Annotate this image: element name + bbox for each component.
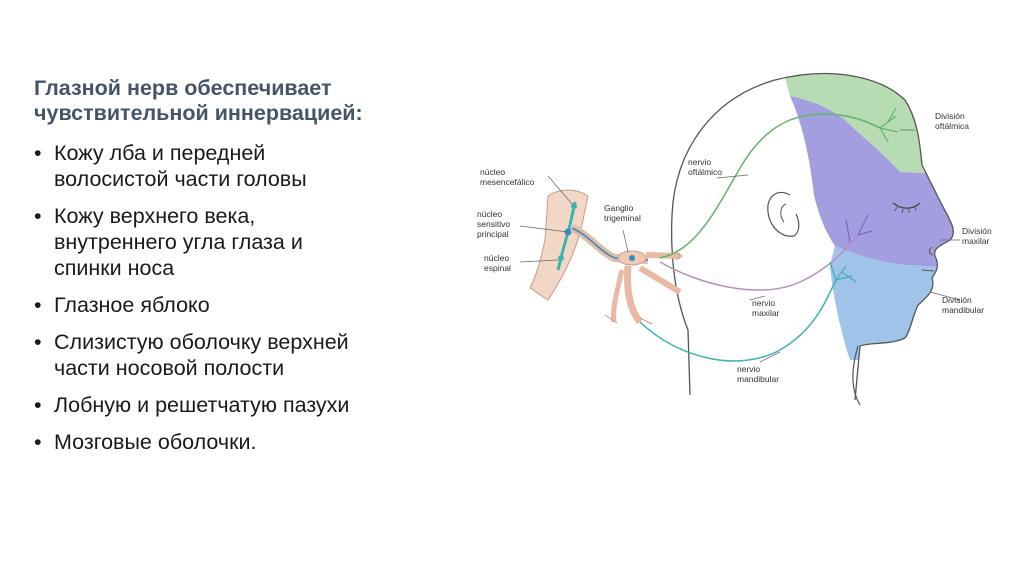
heading-line-1: Глазной нерв обеспечивает (34, 76, 332, 100)
mandibular-branches (829, 261, 857, 283)
ear-outline (767, 191, 800, 237)
bullet-text: Кожу верхнего века, внутреннего угла гла… (54, 204, 303, 280)
nucleus-spinal-dot (558, 255, 564, 261)
nucleus-mesencephalic-dot (571, 203, 577, 209)
bullet-glyph: • (34, 430, 42, 454)
leader-lines (519, 129, 961, 363)
label-nucleo-mesencefalico: núcleo mesencefálico (480, 167, 535, 187)
maxillary-region (790, 96, 954, 268)
mouth-line (921, 269, 935, 272)
bullet-item: • Слизистую оболочку верхней части носово… (34, 329, 454, 381)
bullet-item: • Глазное яблоко (34, 292, 454, 318)
eyelash (894, 206, 917, 214)
bullet-text: Слизистую оболочку верхней части носовой… (54, 330, 349, 380)
ganglion-dot (629, 255, 635, 261)
neck-line (852, 345, 861, 406)
bullet-item: • Мозговые оболочки. (34, 429, 454, 455)
label-division-oftalmica: División oftálmica (935, 111, 969, 131)
bullet-item: • Кожу лба и передней волосистой части го… (34, 140, 454, 192)
bullet-text: Глазное яблоко (54, 293, 210, 317)
bullet-glyph: • (34, 293, 42, 317)
label-nucleo-espinal: núcleo espinal (484, 253, 511, 273)
bullet-glyph: • (34, 141, 42, 165)
mandibular-nerve (639, 279, 837, 362)
label-ganglio-trigeminal: Ganglio trigeminal (604, 203, 641, 223)
stump-tips (604, 251, 683, 325)
label-division-mandibular: División mandibular (942, 295, 984, 315)
bullet-item: • Кожу верхнего века, внутреннего угла гл… (34, 203, 454, 281)
sensory-regions (780, 73, 954, 360)
label-nervio-maxilar: nervio maxilar (752, 298, 780, 318)
maxillary-nerve (659, 234, 859, 291)
bullet-glyph: • (34, 330, 42, 354)
slide-heading: Глазной нерв обеспечивает чувствительной… (34, 76, 454, 126)
brainstem (529, 189, 589, 301)
bullet-glyph: • (34, 393, 42, 417)
nerve-stump-down (624, 265, 643, 325)
bullet-text: Кожу лба и передней волосистой части гол… (54, 141, 307, 191)
text-block: Глазной нерв обеспечивает чувствительной… (34, 76, 454, 466)
label-nucleo-sensitivo: núcleo sensitivo principal (477, 209, 512, 239)
bullet-text: Лобную и решетчатую пазухи (54, 393, 350, 417)
label-division-maxilar: División maxilar (962, 226, 994, 246)
label-nervio-oftalmico: nervio oftálmico (688, 157, 722, 177)
nostril (929, 246, 934, 256)
ear-inner (780, 203, 787, 223)
ophthalmic-branches (879, 107, 899, 143)
trigeminal-nerve-diagram: núcleo mesencefálico núcleo sensitivo pr… (477, 72, 994, 406)
bullet-text: Мозговые оболочки. (54, 430, 257, 454)
eye-outline (892, 202, 921, 209)
maxillary-branches (845, 214, 873, 243)
heading-line-2: чувствительной иннервацией: (34, 101, 363, 125)
bullet-glyph: • (34, 204, 42, 228)
nerve-stump-upper (645, 252, 681, 259)
nerve-stump-down-2 (611, 269, 625, 323)
nerve-stump-lower (638, 265, 682, 295)
head-outline (671, 72, 954, 401)
trigeminal-root-core (571, 227, 649, 261)
label-nervio-mandibular: nervio mandibular (737, 364, 779, 384)
bullet-item: • Лобную и решетчатую пазухи (34, 392, 454, 418)
bullet-list: • Кожу лба и передней волосистой части го… (34, 140, 454, 455)
ophthalmic-nerve (659, 113, 881, 259)
